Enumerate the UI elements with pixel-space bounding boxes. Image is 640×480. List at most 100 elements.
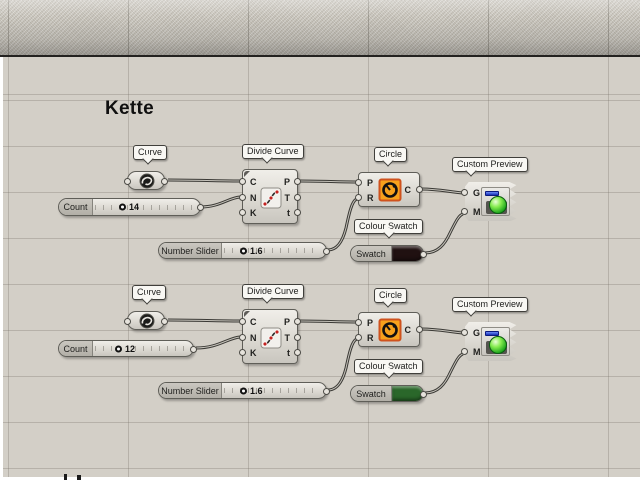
output-pin-label: T	[284, 193, 291, 203]
divide-curve-icon	[260, 187, 282, 209]
circle-component[interactable]: P R C	[355, 312, 423, 347]
count-slider[interactable]: Count 14	[58, 198, 204, 216]
wire[interactable]	[195, 335, 241, 350]
wire[interactable]	[199, 195, 241, 209]
input-pin-label: C	[250, 317, 257, 327]
wire[interactable]	[327, 337, 358, 392]
output-nub[interactable]	[420, 391, 427, 398]
curve-component[interactable]	[124, 171, 168, 190]
slider-value: 1.6	[250, 245, 263, 256]
output-nub[interactable]	[323, 248, 330, 255]
tag-circle: Circle	[374, 288, 408, 308]
input-nub[interactable]	[461, 208, 468, 215]
output-nub[interactable]	[294, 349, 301, 356]
input-pin-label: C	[250, 177, 257, 187]
slider-track[interactable]	[224, 243, 320, 258]
swatch-name-label: Swatch	[351, 246, 392, 261]
output-nub[interactable]	[190, 346, 197, 353]
count-slider[interactable]: Count 12	[58, 340, 197, 357]
input-nub[interactable]	[355, 179, 362, 186]
output-nub[interactable]	[161, 178, 168, 185]
custom-preview-component[interactable]: G M	[465, 182, 517, 221]
output-pin-label: t	[287, 208, 290, 218]
swatch-colour-well[interactable]	[392, 386, 423, 401]
output-nub[interactable]	[161, 318, 168, 325]
circle-icon	[378, 318, 402, 342]
output-nub[interactable]	[294, 178, 301, 185]
colour-swatch-component[interactable]: Swatch	[350, 245, 427, 262]
output-nub[interactable]	[294, 209, 301, 216]
input-nub[interactable]	[239, 178, 246, 185]
slider-value: 1.6	[250, 385, 263, 396]
input-pin-label: K	[250, 208, 257, 218]
input-nub[interactable]	[355, 334, 362, 341]
output-nub[interactable]	[323, 388, 330, 395]
divide-curve-component[interactable]: C N K P T t	[239, 169, 301, 224]
output-pin-label: C	[404, 185, 412, 195]
input-pin-label: N	[250, 333, 257, 343]
swatch-colour-well[interactable]	[392, 246, 423, 261]
output-pin-label: t	[287, 348, 290, 358]
wire[interactable]	[421, 187, 464, 195]
slider-track[interactable]	[224, 383, 320, 398]
output-nub[interactable]	[197, 204, 204, 211]
output-nub[interactable]	[294, 318, 301, 325]
node-canvas[interactable]	[3, 57, 640, 477]
output-nub[interactable]	[294, 194, 301, 201]
colour-swatch-component[interactable]: Swatch	[350, 385, 427, 402]
slider-value: 14	[129, 202, 140, 212]
divide-curve-component[interactable]: C N K P T t	[239, 309, 301, 364]
tag-custom-preview: Custom Preview	[452, 297, 528, 317]
wire[interactable]	[167, 318, 241, 323]
input-pin-label: M	[473, 207, 481, 217]
input-nub[interactable]	[461, 348, 468, 355]
slider-knob[interactable]	[119, 203, 126, 211]
output-nub[interactable]	[416, 326, 423, 333]
input-nub[interactable]	[239, 318, 246, 325]
input-nub[interactable]	[461, 189, 468, 196]
wire[interactable]	[424, 212, 464, 255]
input-nub[interactable]	[239, 209, 246, 216]
tag-divide-curve: Divide Curve	[242, 284, 304, 304]
slider-name-label: Number Slider	[159, 383, 222, 398]
input-pin-label: R	[367, 193, 374, 203]
slider-name-label: Count	[59, 341, 93, 356]
custom-preview-component[interactable]: G M	[465, 322, 517, 361]
input-nub[interactable]	[355, 194, 362, 201]
slider-track[interactable]	[95, 341, 187, 356]
window-edge-bottom	[0, 477, 640, 480]
tag-colour-swatch: Colour Swatch	[354, 359, 423, 379]
slider-knob[interactable]	[240, 387, 247, 394]
wire[interactable]	[299, 179, 357, 184]
corner-marker	[244, 311, 250, 317]
output-nub[interactable]	[294, 334, 301, 341]
slider-knob[interactable]	[240, 247, 247, 254]
wire[interactable]	[424, 352, 464, 395]
wire[interactable]	[421, 327, 464, 335]
input-nub[interactable]	[124, 178, 131, 185]
output-nub[interactable]	[420, 251, 427, 258]
input-nub[interactable]	[239, 194, 246, 201]
output-nub[interactable]	[416, 186, 423, 193]
curve-component[interactable]	[124, 311, 168, 330]
slider-name-label: Count	[59, 199, 93, 215]
circle-component[interactable]: P R C	[355, 172, 423, 207]
slider-knob[interactable]	[115, 345, 122, 352]
input-nub[interactable]	[124, 318, 131, 325]
window-edge-left	[0, 57, 3, 480]
number-slider[interactable]: Number Slider 1.6	[158, 382, 330, 399]
input-nub[interactable]	[239, 349, 246, 356]
tag-custom-preview: Custom Preview	[452, 157, 528, 177]
wire[interactable]	[299, 319, 357, 324]
slider-track[interactable]	[95, 199, 194, 215]
input-nub[interactable]	[461, 329, 468, 336]
number-slider[interactable]: Number Slider 1.6	[158, 242, 330, 259]
custom-preview-icon	[481, 187, 510, 216]
wire[interactable]	[167, 178, 241, 183]
tag-curve: Curve	[133, 145, 168, 165]
wire[interactable]	[327, 197, 358, 252]
input-nub[interactable]	[239, 334, 246, 341]
input-nub[interactable]	[355, 319, 362, 326]
